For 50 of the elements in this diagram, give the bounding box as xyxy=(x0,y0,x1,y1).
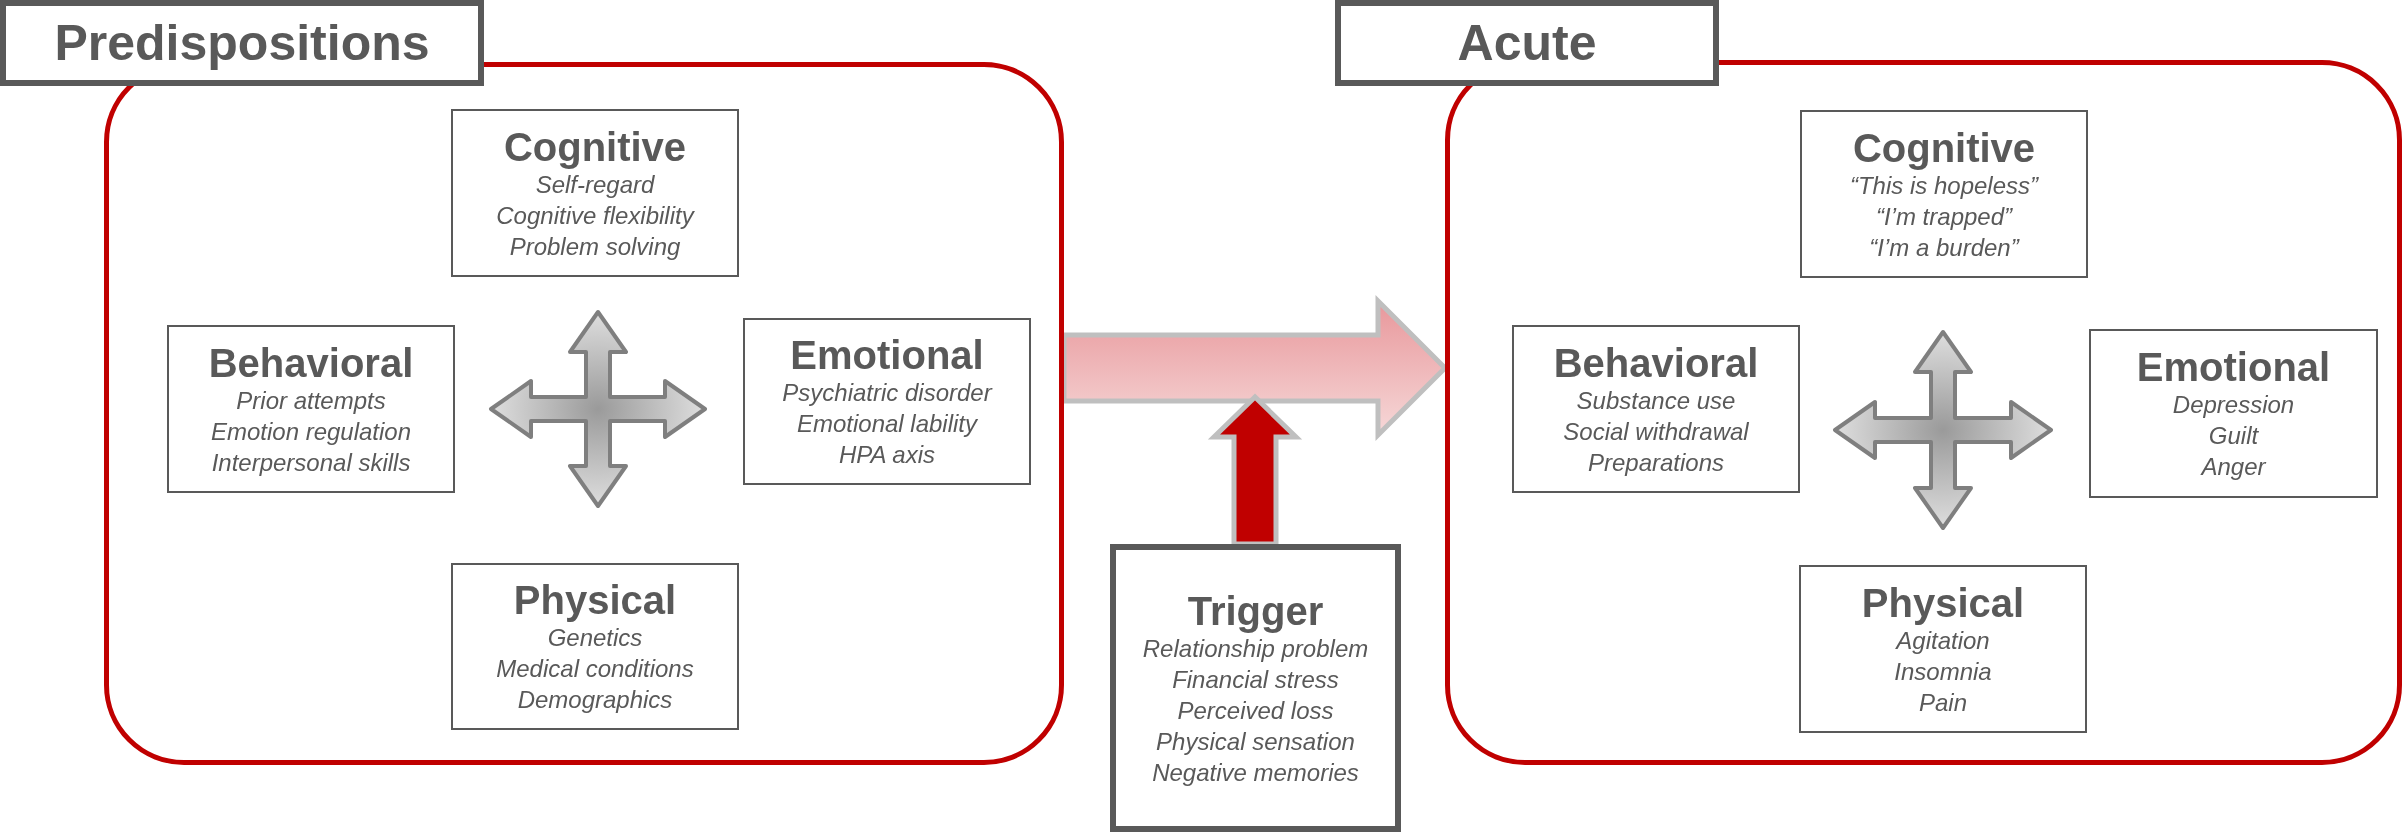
list-item: Prior attempts xyxy=(236,385,386,416)
list-item: “This is hopeless” xyxy=(1849,170,2039,201)
list-item: Interpersonal skills xyxy=(211,447,411,478)
box-heading: Physical xyxy=(513,578,677,622)
list-item: Demographics xyxy=(517,685,673,715)
list-item: Pain xyxy=(1918,687,1967,718)
panel-title: Predispositions xyxy=(0,0,484,86)
list-item: HPA axis xyxy=(839,440,935,470)
panel-title: Acute xyxy=(1335,0,1719,86)
category-box xyxy=(451,109,739,277)
list-item: Physical sensation xyxy=(1156,726,1355,757)
category-box xyxy=(1799,565,2087,733)
box-heading: Emotional xyxy=(2136,345,2331,389)
category-box xyxy=(743,318,1031,485)
box-heading: Cognitive xyxy=(503,124,687,169)
list-item: Relationship problem xyxy=(1142,633,1369,664)
category-box xyxy=(1800,110,2088,278)
category-box xyxy=(167,325,455,493)
list-item: Emotion regulation xyxy=(210,416,412,447)
box-heading: Trigger xyxy=(1187,588,1324,633)
list-item: Depression xyxy=(2172,390,2295,420)
list-item: “I’m a burden” xyxy=(1869,232,2019,263)
category-box xyxy=(2089,329,2378,498)
list-item: Substance use xyxy=(1576,385,1736,416)
list-item: Financial stress xyxy=(1172,664,1339,695)
category-box xyxy=(451,563,739,730)
list-item: Emotional lability xyxy=(796,409,978,439)
list-item: Genetics xyxy=(547,623,643,653)
list-item: Problem solving xyxy=(509,231,681,262)
box-heading: Emotional xyxy=(790,333,984,377)
list-item: Medical conditions xyxy=(496,654,694,684)
list-item: Social withdrawal xyxy=(1563,416,1749,447)
list-item: Self-regard xyxy=(535,169,655,200)
list-item: Anger xyxy=(2201,452,2266,482)
list-item: Agitation xyxy=(1896,625,1990,656)
list-item: Preparations xyxy=(1587,447,1725,478)
list-item: Cognitive flexibility xyxy=(496,200,694,231)
box-heading: Physical xyxy=(1861,580,2025,625)
list-item: Insomnia xyxy=(1894,656,1992,687)
trigger-box xyxy=(1110,544,1401,832)
list-item: “I’m trapped” xyxy=(1875,201,2012,232)
category-box xyxy=(1512,325,1800,493)
block-arrow xyxy=(1207,393,1303,547)
box-heading: Cognitive xyxy=(1852,125,2036,170)
list-item: Psychiatric disorder xyxy=(782,378,992,408)
list-item: Perceived loss xyxy=(1177,695,1334,726)
list-item: Guilt xyxy=(2208,421,2259,451)
list-item: Negative memories xyxy=(1152,757,1359,788)
box-heading: Behavioral xyxy=(1553,340,1759,385)
box-heading: Behavioral xyxy=(208,340,414,385)
